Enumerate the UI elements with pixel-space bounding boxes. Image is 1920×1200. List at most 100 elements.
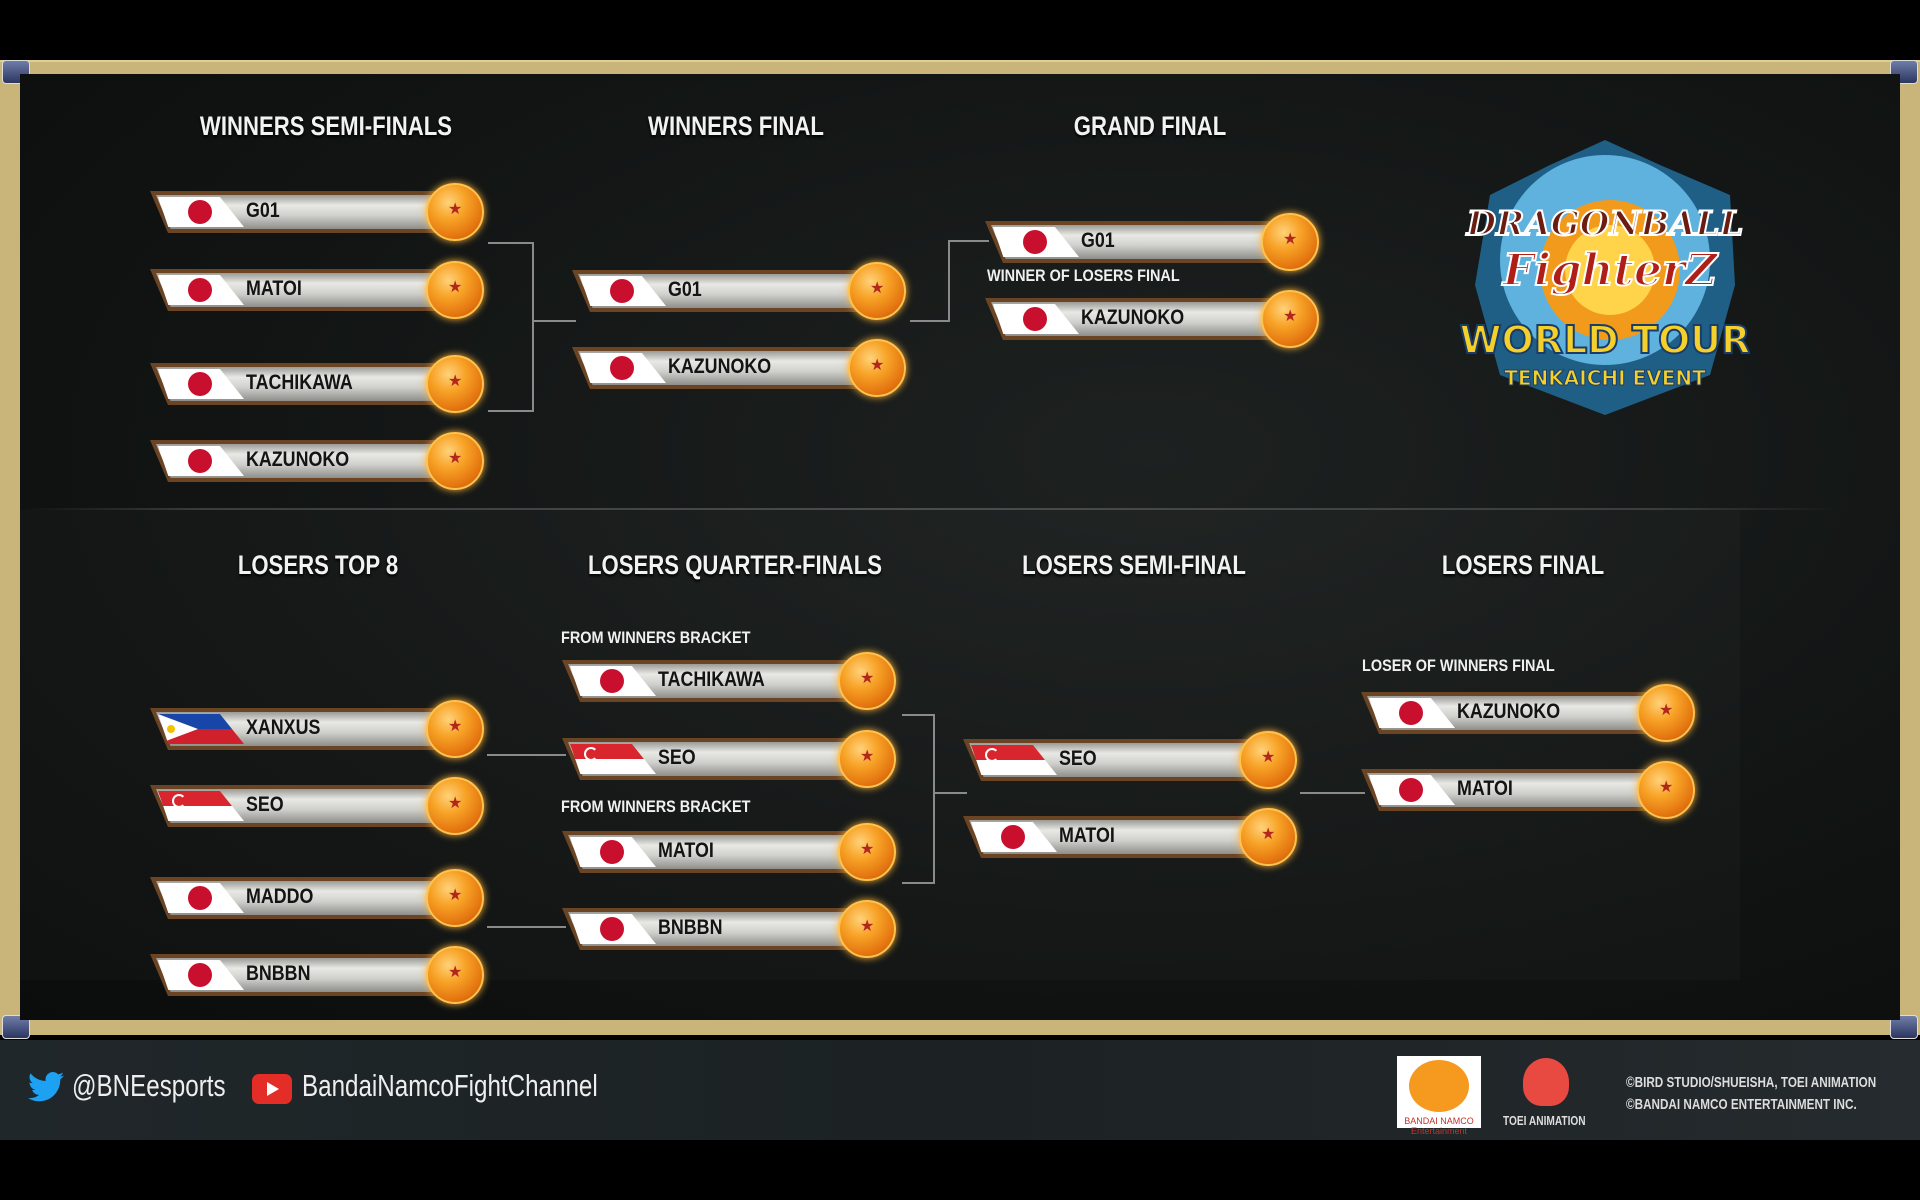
player-slot: BNBBN ★ [150,946,486,1004]
player-name: TACHIKAWA [246,371,353,394]
star-icon: ★ [1659,779,1674,796]
player-slot: G01★ [572,262,908,320]
star-icon: ★ [1261,826,1276,843]
player-name: SEO [246,793,284,816]
connector-line [948,240,989,242]
star-icon: ★ [860,748,875,765]
section-divider [20,508,1840,510]
toei-animation-logo [1523,1058,1569,1106]
flag-jp-icon [1369,698,1455,728]
dragon-ball-icon: ★ [426,183,484,241]
toei-animation-label: TOEI ANIMATION [1503,1113,1586,1128]
player-slot: SEO ★ [963,731,1299,789]
connector-line [933,714,935,884]
dragon-ball-icon: ★ [1637,684,1695,742]
dragon-ball-icon: ★ [426,777,484,835]
player-slot: SEO ★ [150,777,486,835]
connector-line [487,754,566,756]
player-name: SEO [1059,747,1097,770]
player-name: MADDO [246,885,314,908]
dragon-ball-icon: ★ [1239,731,1297,789]
note-winner-of-losers-final: WINNER OF LOSERS FINAL [987,266,1180,285]
header-grand-final: GRAND FINAL [1073,111,1227,141]
connector-line [933,792,967,794]
dragon-ball-icon: ★ [426,261,484,319]
note-from-winners-bracket: FROM WINNERS BRACKET [561,628,751,647]
star-icon: ★ [860,841,875,858]
connector-line [1300,792,1365,794]
player-name: KAZUNOKO [246,448,350,471]
player-name: KAZUNOKO [1081,306,1185,329]
player-name: BNBBN [658,916,723,939]
dragon-ball-icon: ★ [838,652,896,710]
dragon-ball-icon: ★ [848,339,906,397]
flag-jp-icon [993,227,1079,257]
player-slot: MATOI ★ [562,823,898,881]
dragon-ball-icon: ★ [838,900,896,958]
dragon-ball-icon: ★ [1261,290,1319,348]
player-name: MATOI [1059,824,1115,847]
star-icon: ★ [448,887,463,904]
star-icon: ★ [860,670,875,687]
connector-line [910,320,950,322]
player-slot: KAZUNOKO ★ [150,432,486,490]
player-name: G01 [246,199,280,222]
player-name: MATOI [658,839,714,862]
youtube-channel[interactable]: BandaiNamcoFightChannel [302,1068,598,1103]
star-icon: ★ [448,795,463,812]
flag-jp-icon [158,883,244,913]
header-losers-semi-final: LOSERS SEMI-FINAL [1022,550,1246,580]
flag-jp-icon [570,666,656,696]
flag-jp-icon [570,837,656,867]
star-icon: ★ [860,918,875,935]
note-from-winners-bracket: FROM WINNERS BRACKET [561,797,751,816]
player-name: BNBBN [246,962,311,985]
corner-emblem-icon [2,1015,30,1039]
player-slot: XANXUS ★ [150,700,486,758]
dragon-ball-icon: ★ [426,700,484,758]
star-icon: ★ [448,450,463,467]
connector-line [488,242,533,244]
star-icon: ★ [1659,702,1674,719]
player-name: XANXUS [246,716,321,739]
dragon-ball-fighterz-world-tour-logo: DRAGONBALL FighterZ WORLD TOUR TENKAICHI… [1460,140,1750,415]
dragon-ball-icon: ★ [426,432,484,490]
youtube-icon [252,1074,292,1104]
svg-text:DRAGONBALL: DRAGONBALL [1466,204,1744,244]
dragon-ball-icon: ★ [838,730,896,788]
dragon-ball-icon: ★ [838,823,896,881]
player-slot: TACHIKAWA★ [562,652,898,710]
note-loser-of-winners-final: LOSER OF WINNERS FINAL [1362,656,1555,675]
player-slot: TACHIKAWA ★ [150,355,486,413]
svg-text:TENKAICHI EVENT: TENKAICHI EVENT [1504,366,1706,390]
player-name: KAZUNOKO [1457,700,1561,723]
player-slot: MATOI★ [1361,761,1697,819]
star-icon: ★ [448,373,463,390]
header-losers-final: LOSERS FINAL [1441,550,1605,580]
player-slot: KAZUNOKO ★ [1361,684,1697,742]
dragon-ball-icon: ★ [1261,213,1319,271]
twitter-handle[interactable]: @BNEesports [72,1068,226,1103]
star-icon: ★ [870,280,885,297]
connector-line [902,714,935,716]
star-icon: ★ [448,279,463,296]
dragon-ball-icon: ★ [426,869,484,927]
star-icon: ★ [1261,749,1276,766]
header-losers-top8: LOSERS TOP 8 [237,550,399,580]
svg-text:FighterZ: FighterZ [1501,245,1719,296]
bandai-namco-logo: BANDAI NAMCO Entertainment [1397,1056,1481,1136]
player-name: KAZUNOKO [668,355,772,378]
header-winners-final: WINNERS FINAL [648,111,824,141]
connector-line [532,242,534,412]
copyright-line-2: ©BANDAI NAMCO ENTERTAINMENT INC. [1626,1096,1857,1113]
player-name: G01 [1081,229,1115,252]
player-slot: SEO★ [562,730,898,788]
footer-bar: @BNEesports BandaiNamcoFightChannel BAND… [0,1040,1920,1140]
connector-line [948,240,950,322]
player-slot: MADDO ★ [150,869,486,927]
player-slot: BNBBN ★ [562,900,898,958]
player-slot: KAZUNOKO ★ [985,290,1321,348]
star-icon: ★ [448,964,463,981]
player-slot: MATOI★ [150,261,486,319]
connector-line [488,410,533,412]
